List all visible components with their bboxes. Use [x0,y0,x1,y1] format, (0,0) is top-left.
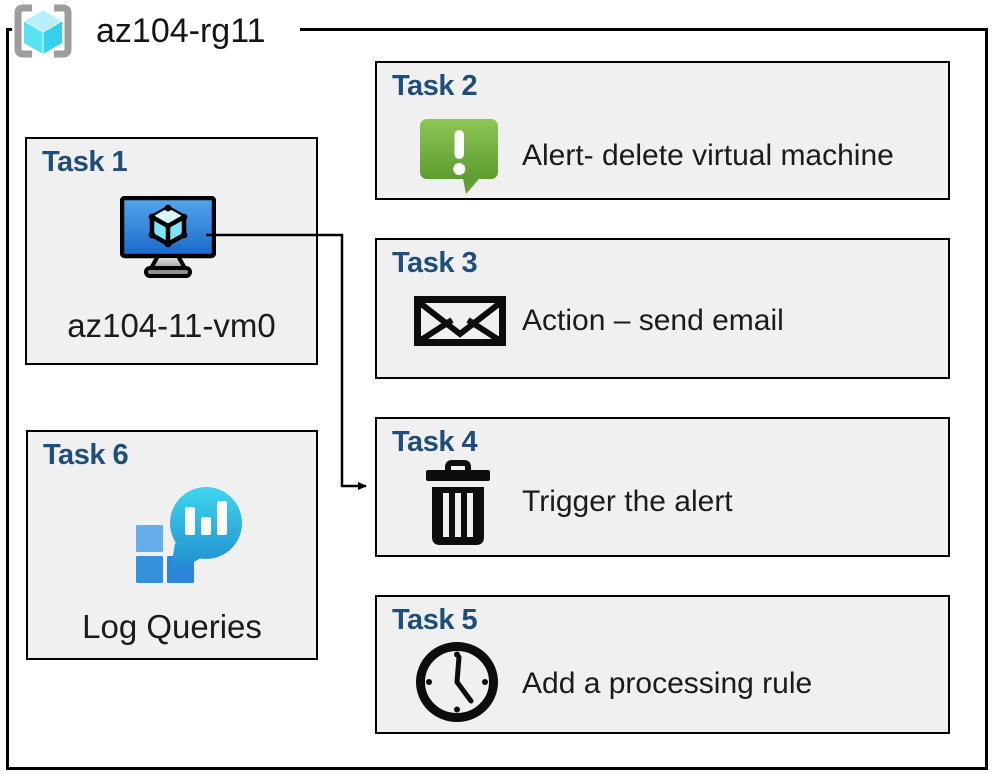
task-3-label: Action – send email [522,304,784,337]
task-5-label: Add a processing rule [522,667,813,700]
virtual-machine-icon [120,196,216,278]
task-box-6: Task 6 Log Queries [26,430,318,660]
resource-group-icon [14,4,72,58]
task-box-3: Task 3 Action – send email [375,238,950,379]
task-box-1: Task 1 az104-11-vm0 [25,137,318,365]
task-3-title: Task 3 [392,247,478,279]
task-box-4: Task 4 Trigger the alert [375,417,950,557]
task-5-title: Task 5 [392,604,478,636]
task-4-title: Task 4 [392,426,478,458]
task-1-label: az104-11-vm0 [67,307,276,344]
task-6-title: Task 6 [43,439,129,471]
diagram-title: az104-rg11 [96,11,266,50]
alert-message-icon [420,119,498,194]
resource-group-header: az104-rg11 [12,0,300,62]
task-6-label: Log Queries [82,608,262,645]
trash-delete-icon [426,460,490,545]
task-box-5: Task 5 Add a processing rule [375,595,950,734]
task-2-title: Task 2 [392,70,478,102]
task-box-2: Task 2 Alert- delete virtual machine [375,61,950,200]
task-4-label: Trigger the alert [522,485,733,518]
clock-icon [416,642,498,722]
log-analytics-icon [136,487,242,583]
email-envelope-icon [414,296,506,346]
task-1-title: Task 1 [42,146,128,178]
task-2-label: Alert- delete virtual machine [522,139,894,172]
